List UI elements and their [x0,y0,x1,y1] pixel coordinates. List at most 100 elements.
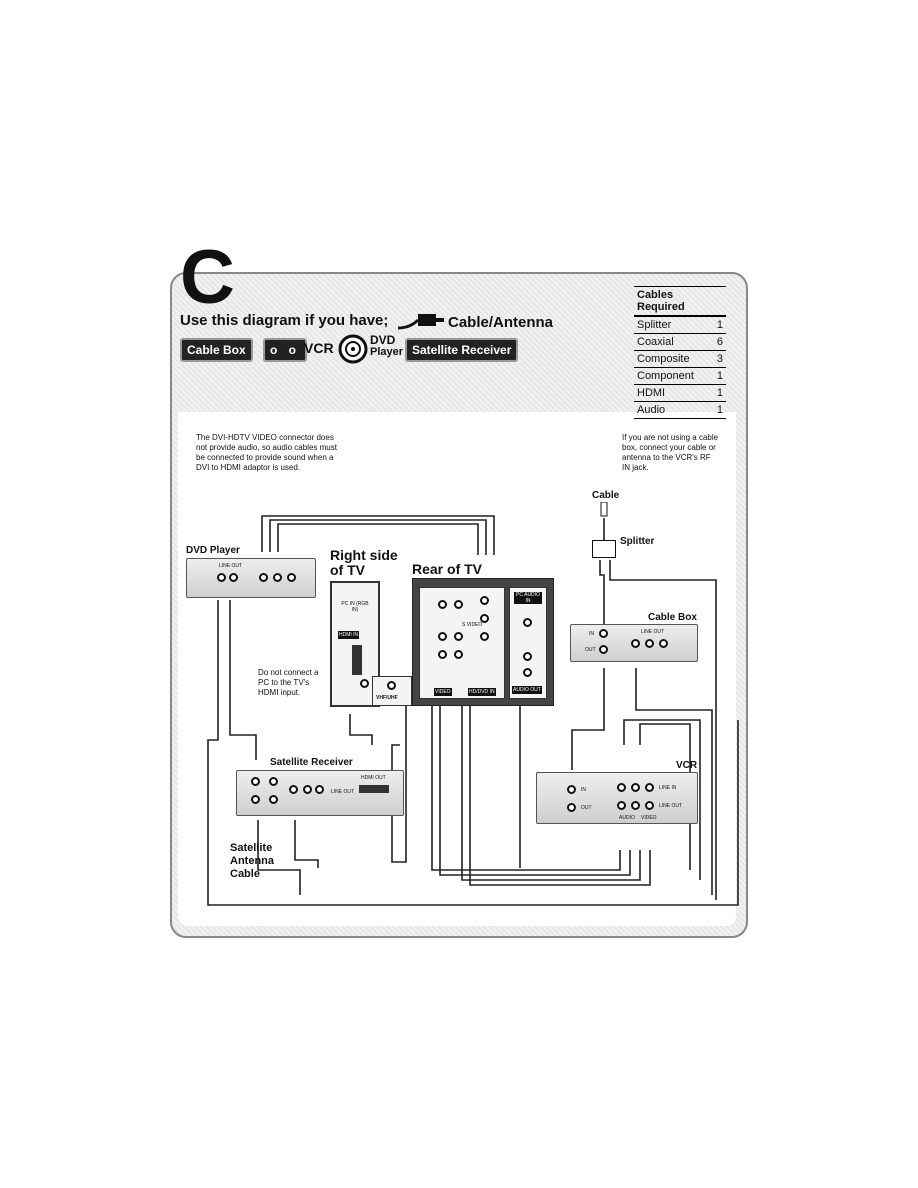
audio-jack-icon [645,639,654,648]
audio-block: PC AUDIO IN AUDIO OUT [509,587,547,699]
cable-antenna-label: Cable/Antenna [448,314,554,331]
splitter-icon [592,540,616,558]
cables-table-title: Cables Required [634,286,726,317]
component-jack-icon [480,614,489,623]
component-jack-icon [259,573,268,582]
video-label: VIDEO [641,815,657,821]
right-side-label-2: of TV [330,562,365,578]
coax-jack-icon [251,777,260,786]
audio-out-label: AUDIO OUT [512,686,542,694]
hdmi-out-label: HDMI OUT [361,775,386,781]
cable-box-badge: Cable Box [180,338,253,362]
in-label: IN [581,787,586,793]
hddvd-in-label: HD/DVD IN [468,688,496,696]
coax-plug-icon [397,314,444,330]
component-jack-icon [480,596,489,605]
vhf-uhf-port: VHF/UHF [372,676,412,706]
dvd-label-bottom: Player [370,346,404,358]
audio-jack-icon [617,783,626,792]
s-video-jack-icon [454,600,463,609]
coax-jack-icon [387,681,396,690]
dvi-note: The DVI-HDTV VIDEO connector does not pr… [196,433,337,472]
section-letter: C [180,235,235,320]
cable-box-label: Cable Box [648,612,697,623]
audio-jack-icon [617,801,626,810]
audio-jack-icon [454,650,463,659]
vcr-device-label: VCR [676,760,698,771]
audio-jack-icon [438,650,447,659]
audio-jack-icon [523,668,532,677]
video-jack-icon [659,639,668,648]
component-jack-icon [273,573,282,582]
coax-jack-icon [567,803,576,812]
coax-jack-icon [599,629,608,638]
right-side-label-1: Right side [330,547,398,563]
pc-audio-in-label: PC AUDIO IN [514,592,542,604]
dvd-player: LINE OUT [186,558,316,598]
satellite-receiver: LINE OUT HDMI OUT [236,770,404,816]
satellite-badge: Satellite Receiver [405,338,519,362]
pc-note: Do not connect a PC to the TV's HDMI inp… [258,668,319,697]
vhf-uhf-label: VHF/UHF [376,695,398,701]
headline-text: Use this diagram if you have; [180,312,389,329]
coax-jack-icon [567,785,576,794]
hdmi-in-label: HDMI IN [338,631,360,639]
tv-rear-panel: S VIDEO VIDEO HD/DVD IN PC AUDIO IN AUDI… [412,578,554,706]
video-input-block: S VIDEO VIDEO HD/DVD IN [419,587,505,699]
s-video-jack-icon [289,785,298,794]
satellite-antenna-label-3: Cable [230,868,260,880]
s-video-jack-icon [438,600,447,609]
in-label: IN [589,631,594,637]
audio-jack-icon [360,679,369,688]
audio-jack-icon [631,801,640,810]
out-label: OUT [581,805,592,811]
audio-jack-icon [315,785,324,794]
video-jack-icon [645,801,654,810]
hdmi-port-icon [352,645,362,675]
disc-icon [338,334,368,364]
satellite-antenna-label-2: Antenna [230,855,274,867]
satellite-receiver-label: Satellite Receiver [270,757,353,768]
splitter-label: Splitter [620,536,655,547]
out-label: OUT [585,647,596,653]
line-in-label: LINE IN [659,785,677,791]
component-jack-icon [287,573,296,582]
cable-box-note: If you are not using a cable box, connec… [622,433,719,472]
video-label: VIDEO [434,688,452,696]
audio-jack-icon [523,652,532,661]
coax-jack-icon [269,795,278,804]
vcr-label: VCR [304,340,334,356]
cable-box: IN OUT LINE OUT [570,624,698,662]
coax-jack-icon [599,645,608,654]
video-jack-icon [438,632,447,641]
hdmi-port-icon [359,785,389,793]
dvd-player-label: DVD Player [186,545,240,556]
s-video-label: S VIDEO [462,622,483,628]
coax-jack-icon [269,777,278,786]
coax-jack-icon [251,795,260,804]
audio-jack-icon [631,639,640,648]
audio-jack-icon [229,573,238,582]
vcr-badge-icon: o o [263,338,307,362]
headline: Use this diagram if you have; [180,312,388,329]
pc-in-label: PC IN (RGB IN) [341,601,369,613]
video-jack-icon [645,783,654,792]
dvd-label-top: DVD [370,333,396,347]
line-out-label: LINE OUT [219,563,243,569]
audio-jack-icon [217,573,226,582]
rear-tv-label: Rear of TV [412,561,483,577]
coax-connector-icon [600,502,608,517]
audio-label: AUDIO [619,815,635,821]
vcr: IN OUT LINE IN LINE OUT AUDIO VIDEO [536,772,698,824]
cable-label: Cable [592,490,620,501]
video-jack-icon [454,632,463,641]
line-out-label: LINE OUT [659,803,683,809]
